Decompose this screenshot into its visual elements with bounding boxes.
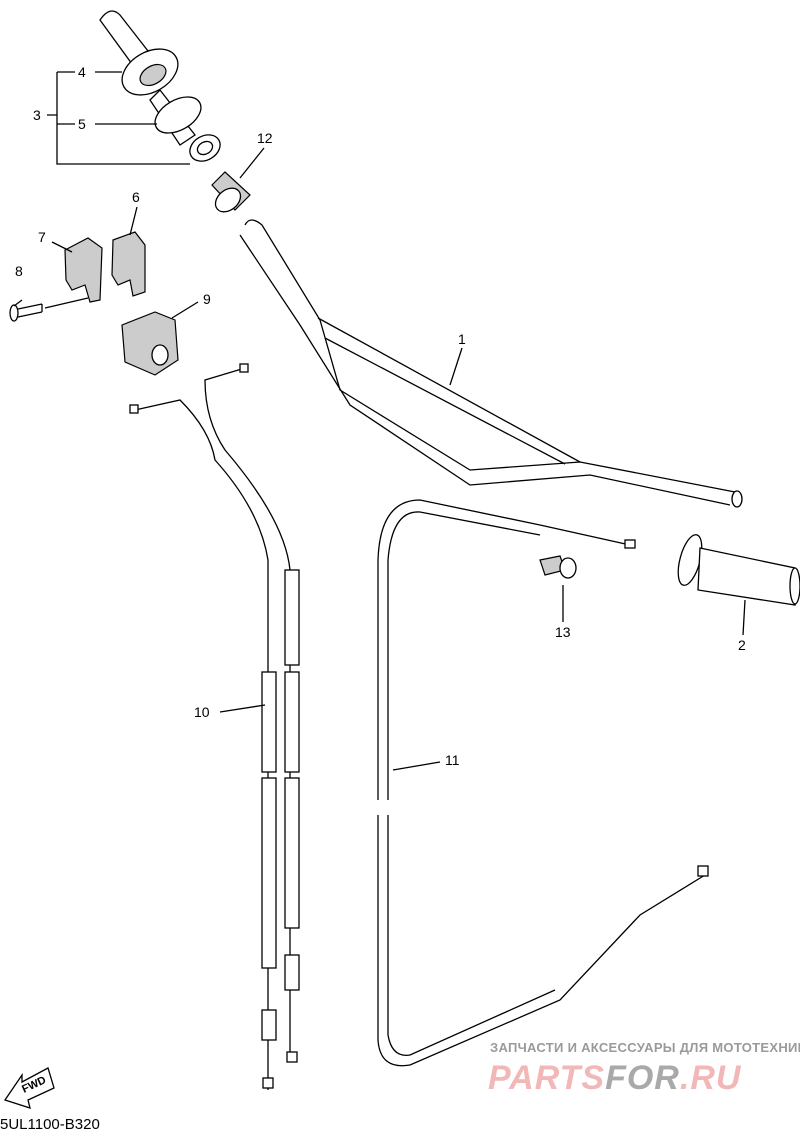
left-grip (99, 10, 221, 162)
watermark-brand-b: FOR (605, 1059, 680, 1097)
collar-12 (211, 171, 251, 213)
adjuster-13 (539, 555, 577, 579)
leader-lines (13, 71, 746, 771)
part-label-13: 13 (555, 624, 571, 640)
throttle-housing-9 (121, 311, 179, 376)
part-label-6: 6 (132, 189, 140, 205)
part-label-1: 1 (458, 331, 466, 347)
right-grip-2 (677, 534, 800, 606)
part-label-7: 7 (38, 229, 46, 245)
clamp-7 (64, 237, 103, 303)
handlebar-1 (239, 219, 743, 508)
watermark-logo: PARTSFOR.RU (488, 1060, 741, 1096)
throttle-cables-10 (129, 363, 300, 1090)
part-label-3: 3 (33, 107, 41, 123)
watermark-subtitle: ЗАПЧАСТИ И АКСЕССУАРЫ ДЛЯ МОТОТЕХНИКИ (490, 1040, 800, 1055)
watermark-brand-a: PARTS (488, 1059, 606, 1097)
part-label-9: 9 (203, 291, 211, 307)
diagram-code: 5UL1100-B320 (0, 1116, 100, 1133)
watermark-brand-c: .RU (679, 1059, 742, 1097)
fwd-arrow-icon: FWD (3, 1067, 55, 1109)
part-label-4: 4 (78, 64, 86, 80)
part-label-2: 2 (738, 637, 746, 653)
part-label-12: 12 (257, 130, 273, 146)
screw-8 (9, 303, 43, 322)
part-label-11: 11 (445, 752, 460, 768)
part-label-5: 5 (78, 116, 86, 132)
part-label-10: 10 (194, 704, 210, 720)
clamp-6 (111, 231, 146, 297)
clutch-cable-11 (377, 499, 709, 1067)
part-label-8: 8 (15, 263, 23, 279)
